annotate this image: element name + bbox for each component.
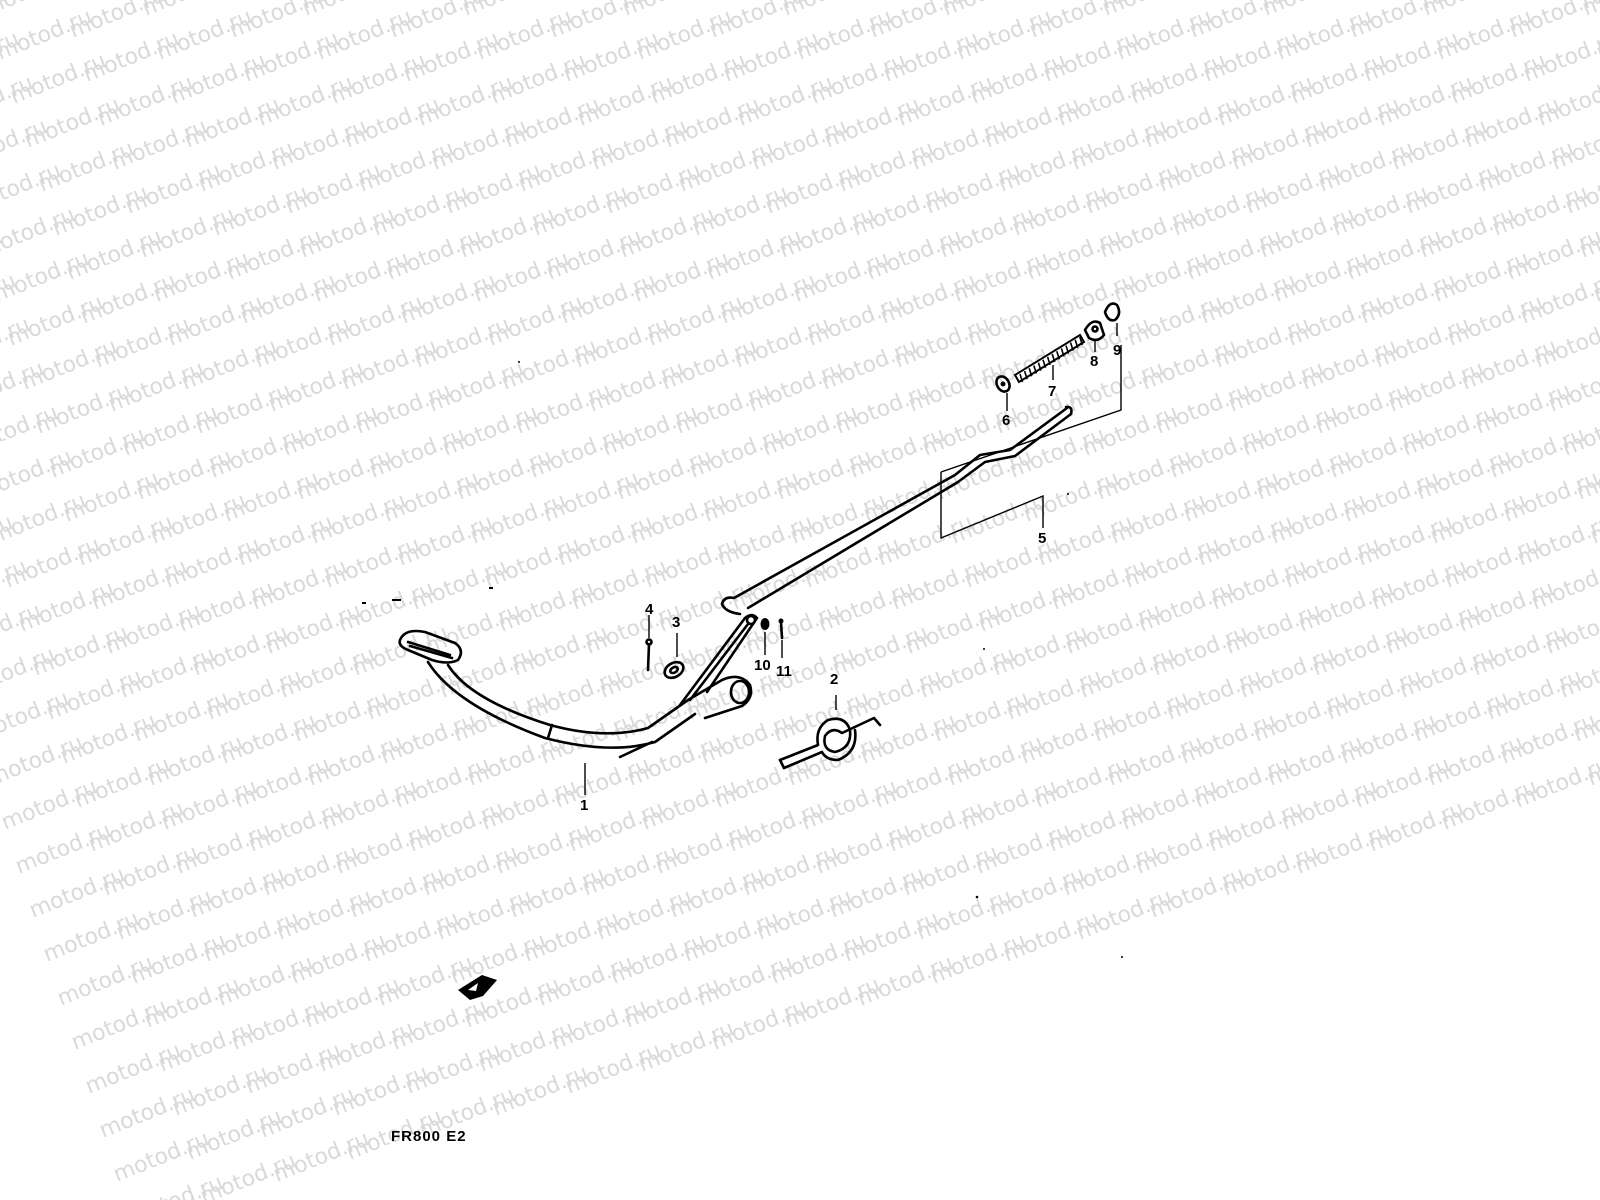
brake-rod-part bbox=[720, 405, 1073, 616]
callout-1: 1 bbox=[580, 797, 588, 814]
callout-3: 3 bbox=[672, 614, 680, 631]
nut-part bbox=[995, 375, 1011, 393]
pin-part-11 bbox=[778, 618, 784, 640]
callout-7: 7 bbox=[1048, 383, 1056, 400]
brake-pedal-part bbox=[398, 613, 759, 759]
model-code-label: FR800 E2 bbox=[391, 1128, 467, 1145]
callout-6: 6 bbox=[1002, 412, 1010, 429]
scan-specks bbox=[362, 361, 1123, 958]
callout-5: 5 bbox=[1038, 530, 1046, 547]
callout-9: 9 bbox=[1113, 342, 1121, 359]
front-arrow-icon bbox=[458, 975, 497, 1000]
adjuster-spring-part bbox=[1013, 333, 1086, 384]
washer-part-3 bbox=[663, 660, 685, 680]
washer-part-10 bbox=[760, 618, 770, 630]
callout-2: 2 bbox=[830, 671, 838, 688]
torsion-spring-part bbox=[778, 716, 882, 770]
joint-part bbox=[1083, 320, 1106, 342]
callout-labels: 1 2 3 4 5 6 7 8 9 10 11 bbox=[580, 342, 1121, 814]
clip-part bbox=[1103, 302, 1121, 322]
callout-4: 4 bbox=[645, 601, 654, 618]
leader-lines bbox=[584, 323, 1122, 795]
callout-10: 10 bbox=[754, 657, 771, 674]
cotter-pin-part bbox=[645, 638, 653, 672]
callout-8: 8 bbox=[1090, 353, 1098, 370]
callout-11: 11 bbox=[776, 663, 792, 680]
